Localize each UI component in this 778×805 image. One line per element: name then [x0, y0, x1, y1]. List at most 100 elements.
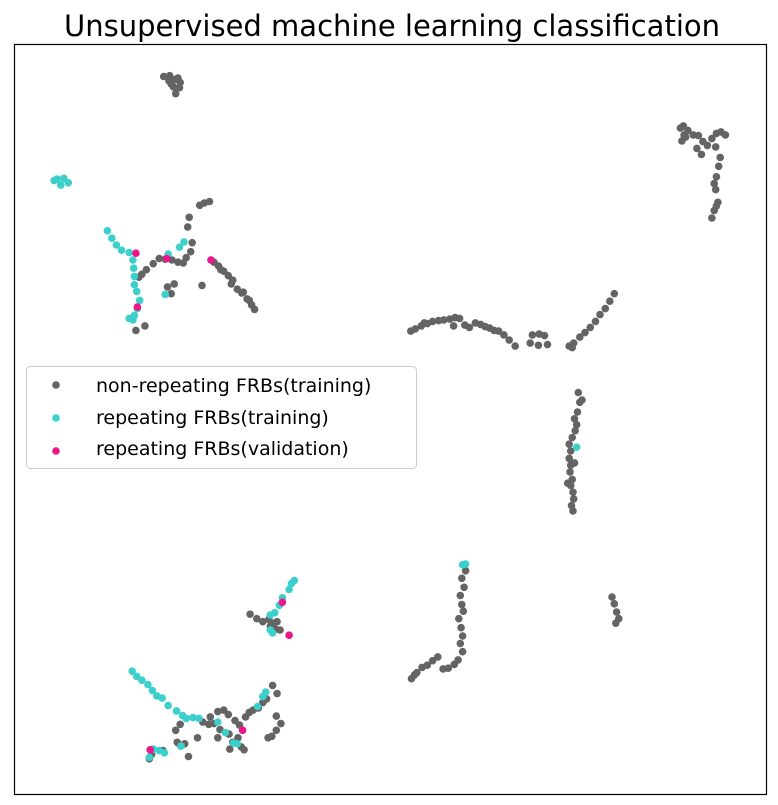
point-s0-106 [606, 297, 614, 306]
point-s0-114 [570, 415, 579, 423]
point-s0-6 [169, 83, 178, 91]
point-s0-55 [167, 289, 175, 298]
point-s0-155 [612, 608, 621, 616]
data-points [50, 71, 730, 763]
point-s0-107 [610, 289, 619, 298]
point-s0-8 [175, 83, 184, 92]
point-s1-54 [262, 688, 270, 696]
point-s0-82 [465, 323, 474, 332]
point-s1-12 [130, 272, 139, 281]
point-s0-49 [149, 259, 157, 268]
point-s1-11 [129, 264, 138, 273]
point-s0-187 [206, 713, 215, 721]
point-s0-118 [565, 440, 573, 449]
point-s0-206 [269, 619, 278, 627]
legend-entry-0: non-repeating FRBs(training) [52, 375, 371, 397]
point-s1-7 [112, 241, 121, 249]
point-s0-207 [276, 626, 284, 634]
point-s0-22 [693, 144, 701, 153]
point-s0-135 [458, 600, 466, 609]
point-s1-8 [117, 246, 126, 254]
point-s0-80 [455, 314, 464, 323]
point-s0-39 [185, 213, 193, 222]
point-s1-60 [177, 742, 185, 750]
point-s0-38 [195, 201, 204, 210]
point-s1-47 [189, 713, 197, 722]
point-s0-54 [170, 280, 178, 288]
point-s1-29 [285, 585, 293, 594]
legend-entry-1: repeating FRBs(training) [52, 407, 329, 429]
point-s0-45 [174, 258, 182, 267]
point-s1-3 [64, 179, 73, 187]
point-s0-201 [214, 734, 222, 742]
point-s0-97 [543, 340, 552, 349]
point-s0-133 [460, 583, 468, 592]
point-s0-159 [252, 614, 261, 623]
point-s1-42 [158, 694, 166, 702]
point-s1-5 [103, 227, 112, 235]
point-s0-126 [569, 495, 578, 503]
point-s0-183 [272, 726, 281, 735]
point-s2-6 [238, 726, 247, 735]
point-s0-129 [563, 479, 572, 488]
point-s0-90 [505, 336, 513, 344]
point-s0-104 [596, 310, 604, 319]
point-s0-89 [500, 331, 508, 339]
point-s1-13 [130, 280, 139, 289]
point-s2-3 [133, 303, 142, 311]
point-s0-169 [224, 710, 233, 719]
point-s0-72 [411, 325, 420, 333]
point-s0-165 [193, 734, 202, 742]
point-s1-46 [182, 714, 190, 723]
point-s0-105 [601, 304, 610, 313]
point-s0-132 [458, 574, 466, 583]
point-s0-146 [434, 653, 442, 661]
point-s1-33 [266, 611, 275, 619]
point-s0-95 [526, 339, 534, 347]
point-s0-153 [608, 593, 616, 601]
point-s0-194 [240, 746, 248, 754]
point-s0-117 [568, 433, 576, 442]
point-s0-37 [205, 197, 214, 206]
point-s0-119 [566, 447, 575, 455]
point-s0-69 [227, 280, 236, 288]
point-s0-143 [450, 660, 459, 669]
point-s0-208 [198, 281, 206, 290]
point-s0-15 [703, 141, 712, 150]
point-s1-26 [458, 561, 467, 569]
point-s2-4 [278, 598, 287, 607]
point-s0-24 [711, 143, 720, 151]
chart-title: Unsupervised machine learning classifica… [64, 9, 720, 43]
point-s0-100 [576, 333, 584, 341]
point-s0-42 [186, 247, 195, 256]
point-s0-29 [711, 185, 720, 194]
point-s0-113 [573, 408, 582, 416]
point-s0-28 [710, 179, 718, 188]
point-s0-35 [680, 131, 688, 139]
legend-marker-1 [52, 414, 60, 422]
point-s1-50 [221, 728, 230, 737]
point-s0-108 [568, 343, 576, 352]
point-s0-94 [540, 331, 549, 340]
point-s0-140 [456, 639, 465, 648]
point-s0-200 [226, 745, 234, 753]
point-s1-59 [145, 753, 154, 762]
point-s1-48 [195, 714, 203, 723]
point-s0-92 [528, 331, 537, 339]
point-s0-181 [272, 712, 281, 720]
point-s1-38 [138, 676, 146, 684]
legend-label-2: repeating FRBs(validation) [96, 438, 349, 460]
point-s0-91 [511, 342, 519, 350]
point-s0-164 [176, 720, 184, 729]
point-s0-26 [714, 162, 723, 171]
point-s0-68 [217, 265, 225, 274]
legend-entry-2: repeating FRBs(validation) [52, 438, 349, 460]
point-s0-125 [569, 488, 577, 497]
point-s1-39 [144, 680, 152, 689]
point-s0-27 [712, 173, 721, 181]
point-s1-36 [128, 667, 136, 675]
point-s1-43 [164, 701, 172, 710]
point-s0-167 [214, 707, 222, 716]
point-s1-1 [53, 175, 61, 183]
point-s0-102 [586, 323, 595, 332]
